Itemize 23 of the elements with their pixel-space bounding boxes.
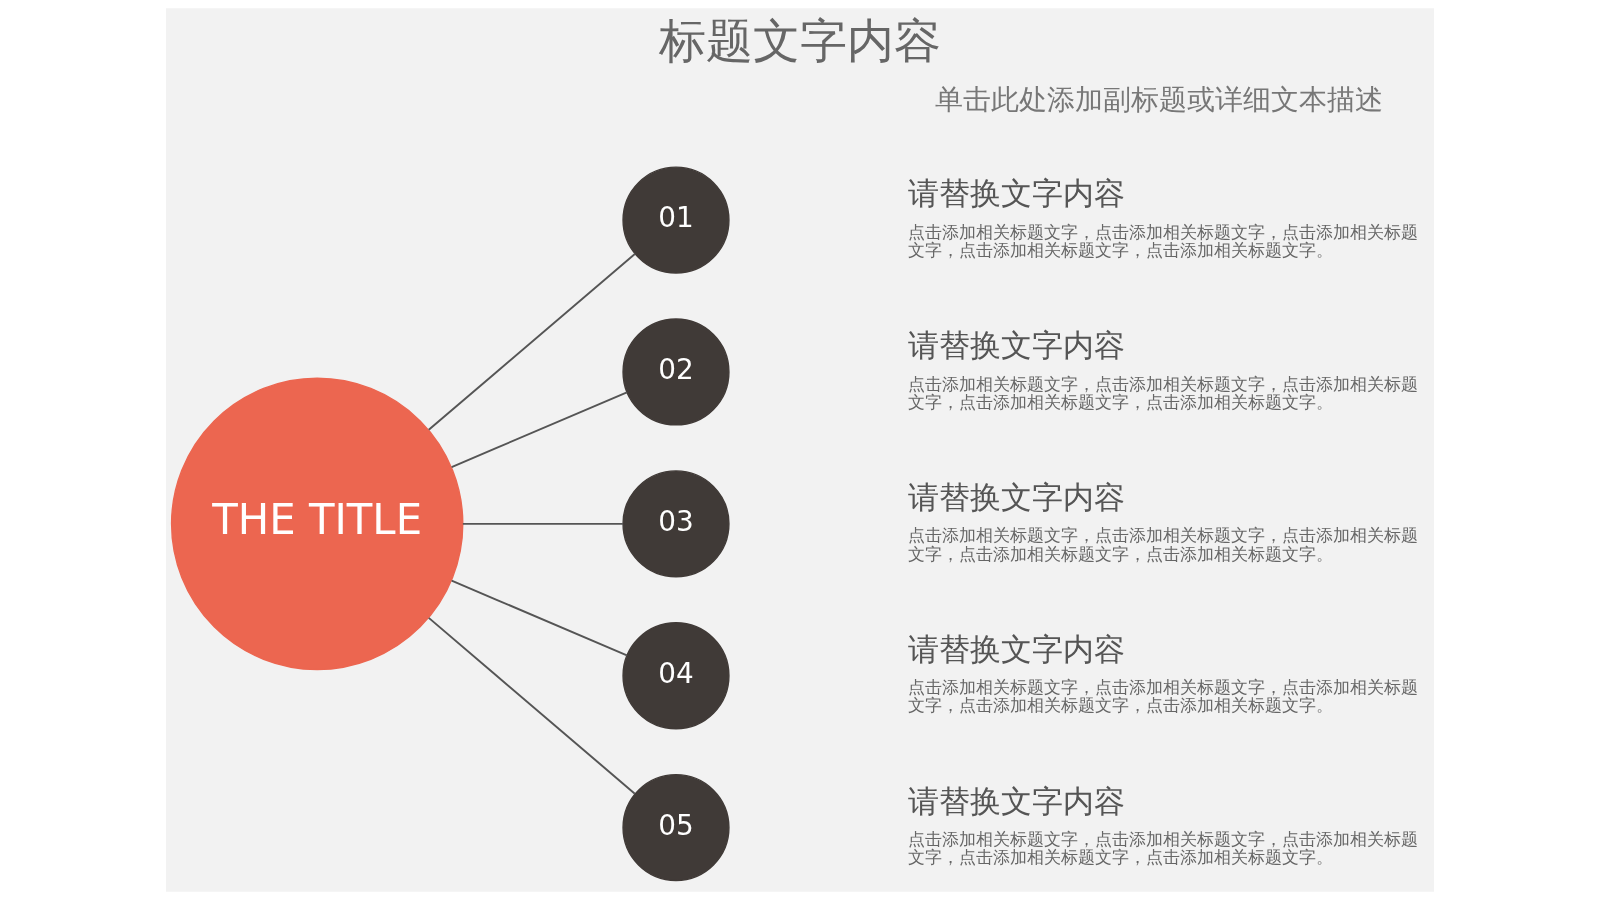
- node-label: 请替换文字内容: [907, 783, 1125, 819]
- node-label: 点击添加相关标题文字，点击添加相关标题文字，点击添加相关标题文字，点击添加相关标题文字，点击添加相关标题文字。: [907, 373, 1418, 412]
- node-label: 点击添加相关标题文字，点击添加相关标题文字，点击添加相关标题文字，点击添加相关标题文字，点击添加相关标题文字。: [907, 677, 1418, 716]
- node-label: 请替换文字内容: [907, 631, 1125, 667]
- node-label: 点击添加相关标题文字，点击添加相关标题文字，点击添加相关标题文字，点击添加相关标题文字，点击添加相关标题文字。: [907, 829, 1418, 868]
- connector: [461, 522, 624, 525]
- node-circle: 03: [622, 470, 730, 578]
- node-label: 点击添加相关标题文字，点击添加相关标题文字，点击添加相关标题文字，点击添加相关标题文字，点击添加相关标题文字。: [907, 525, 1418, 564]
- node-circle: THE TITLE: [170, 377, 464, 671]
- node-circle: 05: [622, 773, 730, 882]
- label: 单击此处添加副标题或详细文本描述: [934, 82, 1383, 116]
- node-circle: 04: [622, 622, 730, 730]
- node-label: 请替换文字内容: [907, 328, 1125, 364]
- node-label: 请替换文字内容: [907, 176, 1125, 212]
- node-circle: 01: [622, 166, 730, 274]
- connector: [450, 579, 628, 657]
- node-label: 请替换文字内容: [907, 479, 1125, 515]
- node-circle: 02: [622, 318, 730, 426]
- connector: [450, 391, 628, 469]
- connector: [427, 253, 636, 431]
- connector: [427, 616, 636, 795]
- diagram-title: 标题文字内容: [659, 13, 941, 69]
- node-label: 点击添加相关标题文字，点击添加相关标题文字，点击添加相关标题文字，点击添加相关标题文字，点击添加相关标题文字。: [907, 221, 1418, 260]
